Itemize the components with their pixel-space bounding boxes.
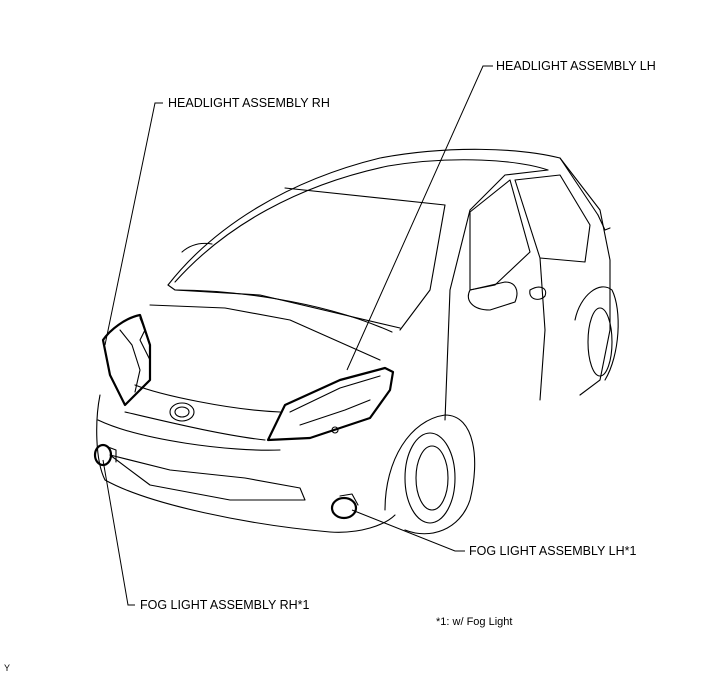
fog-light-rh-shape — [93, 443, 117, 467]
fog-light-lh-shape — [330, 493, 359, 520]
figure-code: Y — [4, 663, 11, 673]
callout-headlight-lh: HEADLIGHT ASSEMBLY LH — [496, 59, 656, 73]
car-outline — [96, 148, 619, 535]
leader-headlight-lh — [346, 65, 493, 371]
footnote: *1: w/ Fog Light — [436, 616, 513, 628]
leader-fog-rh — [102, 459, 135, 606]
leader-headlight-rh — [104, 102, 163, 346]
headlight-rh-shape — [101, 313, 152, 407]
callout-headlight-rh: HEADLIGHT ASSEMBLY RH — [168, 96, 330, 110]
callout-fog-rh: FOG LIGHT ASSEMBLY RH*1 — [140, 598, 310, 612]
headlight-lh-shape — [266, 366, 395, 442]
leader-fog-lh — [351, 509, 465, 552]
callout-fog-lh: FOG LIGHT ASSEMBLY LH*1 — [469, 544, 637, 558]
